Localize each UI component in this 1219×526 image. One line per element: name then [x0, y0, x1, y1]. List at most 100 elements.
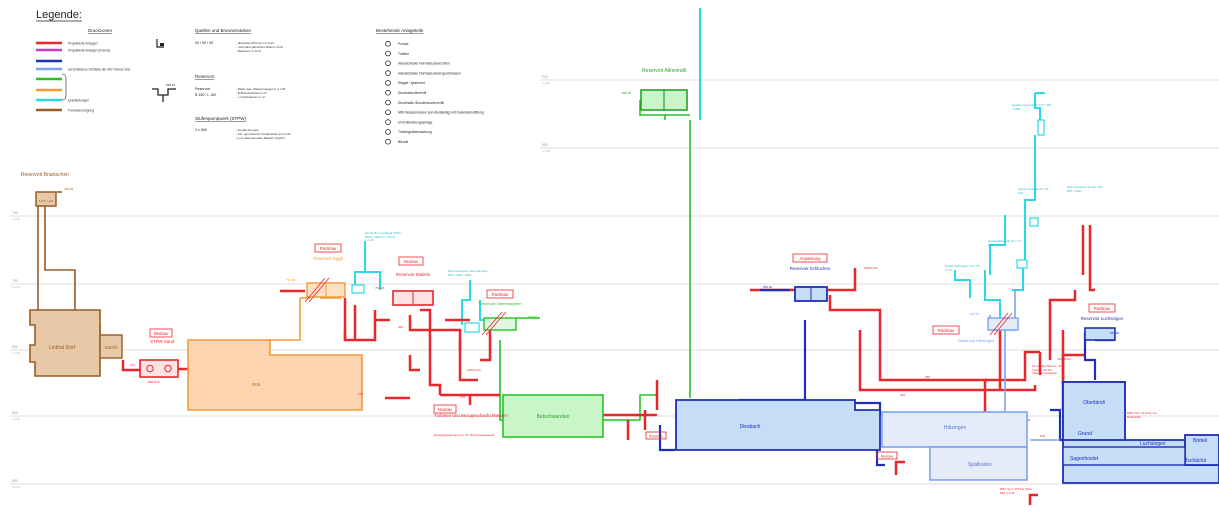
zone-sagenhostet: [1062, 446, 1186, 466]
zone-blocks: Linthal Dorf Stöckli Rüti Betschwanden D…: [29, 309, 1219, 484]
legend-reservoir-note-1: - Mittel max. Wasserspiegel in m.ü.M.: [236, 87, 286, 91]
legend-reservoir-sample: B 150 / L 150: [195, 93, 216, 97]
legend-part-symbol-icon: [385, 80, 391, 86]
reservoir-schluchen-label: Reservoir Schluchen: [790, 266, 831, 271]
legend-druckzonen-heading: Druckzonen: [88, 28, 113, 33]
legend-stpw-note-1: - Anzahl Pumpen: [236, 128, 259, 132]
legend-part-symbol-icon: [385, 50, 391, 57]
spring-chamber-icon: [351, 284, 365, 294]
spring-schlinggen-label: Quelle Schlinggen 34 / 75 / 270: [945, 265, 980, 272]
pipe-flow-label: 1000 l/min: [467, 368, 481, 372]
zone-diesbach: [675, 399, 881, 451]
legend-stpw-heading: Stufenpumpwerk (STPW): [195, 116, 247, 121]
elevation-unit: m ü.M.: [12, 417, 21, 421]
stpw-sand-building: [139, 359, 179, 378]
pump-icon: [146, 364, 154, 373]
legend-part-label: Turbine: [398, 52, 409, 56]
reservoir-obermargrien-badge: Rückbau: [492, 292, 509, 297]
elevation-label: 550: [12, 479, 18, 483]
spring-buellenrueti-label: Quelle Büllenrüti 32 / 72 / 200: [988, 240, 1022, 247]
zone-betschwanden-label: Betschwanden: [537, 414, 570, 420]
luchsingen-uv-note: UV-Anlage Bad ev. mit Turbine nur für Üb…: [1032, 365, 1062, 376]
zone-oberlaendi: [1062, 381, 1126, 441]
elevation-label: 700: [12, 279, 18, 283]
reservoir-maedels-badge: Neubau: [404, 259, 419, 264]
zone-linthal-dorf-label: Linthal Dorf: [49, 345, 76, 351]
spring-chamber-icon: [1037, 119, 1045, 136]
reservoir-obermargrien-label: Reservoir Obermargrien: [479, 301, 522, 306]
pipe-label: 300: [398, 325, 403, 329]
spring-obermargrien-label: Brunnenstuben Obermargrien 600 / 1300 / …: [448, 270, 488, 277]
spring-hertenbuel-label: Quellen Hertenbüel 177 / 405 / 1405: [1012, 104, 1052, 111]
reservoir-obermargrien: Rückbau Reservoir Obermargrien 676.50: [479, 289, 538, 336]
legend-part-label: Druckreduzierventil: [398, 91, 426, 95]
reservoir-braetschen-volume: B 200 / L 200: [39, 200, 54, 203]
reservoir-braetschen-level: 783.45: [64, 187, 74, 191]
legend-part-label: UV-Entkeimungsanlage: [398, 120, 433, 124]
elevation-unit: m ü.M.: [12, 285, 21, 289]
legend-part-symbol-icon: [385, 119, 391, 125]
legend-quellen-note-2: - minimales jährliches Mittel in l/min: [236, 45, 284, 49]
legend-reservoir-note-3: - L Löschwasser in m³: [236, 95, 265, 99]
drv-note: DRV 11,2 / 8,5 bar Wsp. 666 m.ü.M.: [1000, 488, 1033, 495]
spring-chamber-icon: [1016, 259, 1028, 269]
legend-quellen-sample: 25 / 50 / 95: [195, 41, 213, 45]
zone-haetzingen: [881, 411, 1028, 448]
turbine-badge: Neubau: [438, 407, 453, 412]
reservoir-maedels-level: 702.26: [375, 286, 385, 290]
legend-title: Legende:: [36, 9, 82, 21]
spring-chamber-icon: [464, 322, 480, 333]
legend-reservoir-heading: Reservoir: [195, 74, 215, 79]
legend-stpw-note-3: [ ] nur alternierender Betrieb möglich: [236, 136, 285, 140]
elevation-unit: m ü.M.: [542, 81, 551, 85]
pipe-label: 125: [460, 395, 465, 399]
reservoir-eggli: Rückbau Reservoir Eggli 731.60: [286, 243, 346, 303]
zone-oberlaendi-label: Oberländi: [1083, 400, 1105, 406]
legend-part-label: Blende: [398, 140, 408, 144]
zone-rueti-label: Rüti: [252, 382, 261, 388]
oberlaendi-drv-note: DRV 11,6 / 8,6 bar mit Notbetrieb: [1127, 412, 1157, 419]
reservoir-allmeindli-level: 835.25: [622, 91, 632, 95]
legend-part-symbol-icon: [385, 129, 391, 135]
reservoir-braetschen-label: Reservoir Braetschen: [21, 172, 69, 178]
reservoir-maedels-label: Reservoir Mädels: [396, 272, 431, 277]
zone-sagenhostet-label: Sagenhostet: [1070, 456, 1099, 462]
reservoir-allmeindli: Reservoir Allmeindli 835.25: [622, 68, 688, 111]
legend-part-label: Pumpe: [398, 42, 409, 46]
zone-luchsingen-label: Luchsingen: [1140, 441, 1166, 447]
elevation-label: 850: [542, 143, 548, 147]
elevation-unit: m ü.M.: [542, 149, 551, 153]
turbine-label-wrap: Turbinen und Bezugsschacht Margien: [434, 413, 508, 418]
zone-sparboden-label: Spälboden: [968, 462, 992, 468]
spring-herster-label: Brunnenstube Herster 400 / 800 / 1300: [1067, 186, 1104, 193]
pipe-label: 200: [900, 393, 905, 397]
elevation-label: 900: [542, 75, 548, 79]
legend-stpw-sample: 2 x 800: [195, 128, 207, 132]
spring-eggli-label: Eschkeller und Eggli 1050 / 1500 / 1900 …: [365, 232, 402, 243]
legend-reservoir-name: Reservoir: [195, 87, 211, 91]
legend-stpw-note-2: - inkl. gemessener Förderleistung in l/m…: [236, 132, 291, 136]
spring-pipes: [354, 8, 1045, 325]
elevation-label: 600: [12, 411, 18, 415]
legend-part-symbol-icon: [385, 70, 391, 76]
zone-stoeckli: [99, 334, 123, 359]
legend-zone-label: verschiedene Ortsteile der WV Glarus Süd: [68, 68, 130, 72]
legend-part-symbol-icon: [385, 40, 391, 47]
betschwanden-badge: Rückbau: [649, 435, 663, 439]
pump-icon: [164, 364, 172, 373]
zone-diesbach-label: Diesbach: [740, 424, 761, 430]
reservoir-luchsingen-level: 667.30: [1110, 331, 1120, 335]
reservoir-luchsingen-badge: Rückbau: [1094, 306, 1111, 311]
zone-tschaecha-label: Tschächä: [1185, 458, 1206, 464]
reservoir-luchsingen-label: Reservoir Luchsingen: [1081, 316, 1124, 321]
zone-haetzingen-label: Hätzingen: [944, 425, 967, 431]
legend-zone-label: Projektierte Anlagen (Fremd): [68, 49, 110, 53]
diesbach-badge: Neubau: [881, 455, 894, 459]
legend-zone-label: Quellleitungen: [68, 99, 89, 103]
legend-reservoir-note-2: - B Brauchwasser in m³: [236, 91, 267, 95]
reservoir-luchsingen: Rückbau Reservoir Luchsingen 667.30: [1081, 303, 1124, 341]
legend-part-label: Klappe / gesteuert: [398, 81, 425, 85]
reservoir-schluchen-level: 666.30: [763, 285, 773, 289]
